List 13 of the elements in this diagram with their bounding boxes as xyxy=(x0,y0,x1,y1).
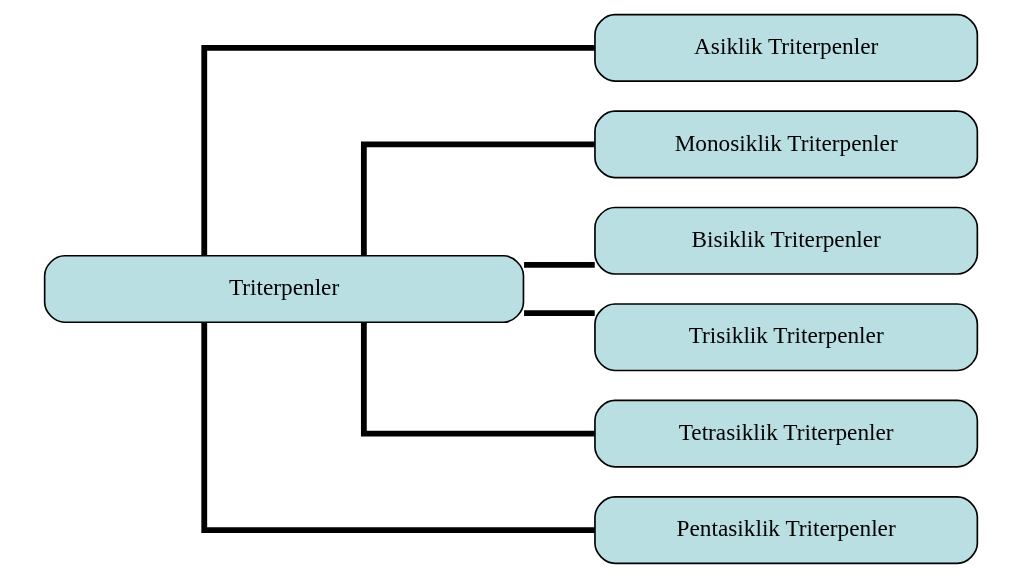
connector xyxy=(201,45,595,256)
node-box: Tetrasiklik Triterpenler xyxy=(594,399,979,468)
connector xyxy=(524,310,595,317)
node-box: Pentasiklik Triterpenler xyxy=(594,496,979,565)
connector xyxy=(360,141,595,256)
connector xyxy=(524,261,595,268)
node-box: Asiklik Triterpenler xyxy=(594,13,979,82)
connector xyxy=(360,322,595,437)
node-box: Trisiklik Triterpenler xyxy=(594,303,979,372)
connector xyxy=(201,322,595,533)
node-box: Bisiklik Triterpenler xyxy=(594,206,979,275)
node-box: Monosiklik Triterpenler xyxy=(594,110,979,179)
node-box: Triterpenler xyxy=(43,254,525,324)
